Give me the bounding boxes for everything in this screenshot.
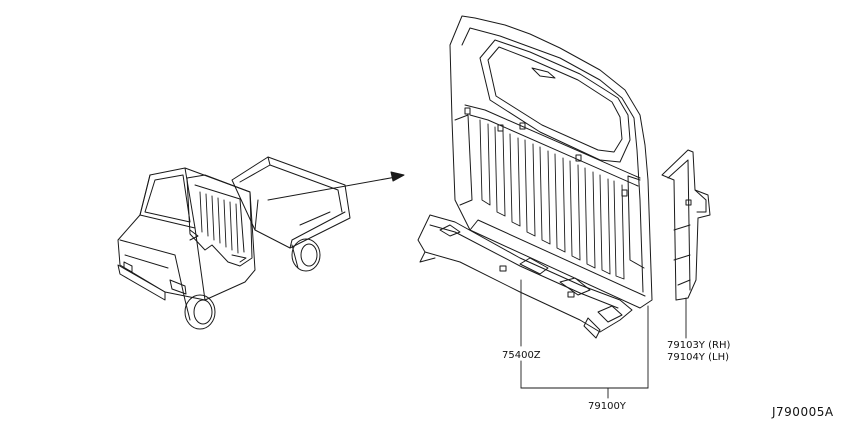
label-75400z: 75400Z [502,350,541,361]
pillar-79103y-79104y [662,150,710,300]
label-79103y-rh: 79103Y (RH) [667,340,731,351]
label-79100y: 79100Y [588,401,626,412]
pointer-arrow [268,172,404,200]
label-79104y-lh: 79104Y (LH) [667,352,729,363]
leader-lines [521,280,686,398]
diagram-code: J790005A [772,405,834,419]
cross-member-75400z [418,215,632,338]
truck-illustration [118,157,350,329]
back-panel-79100y [450,16,652,308]
